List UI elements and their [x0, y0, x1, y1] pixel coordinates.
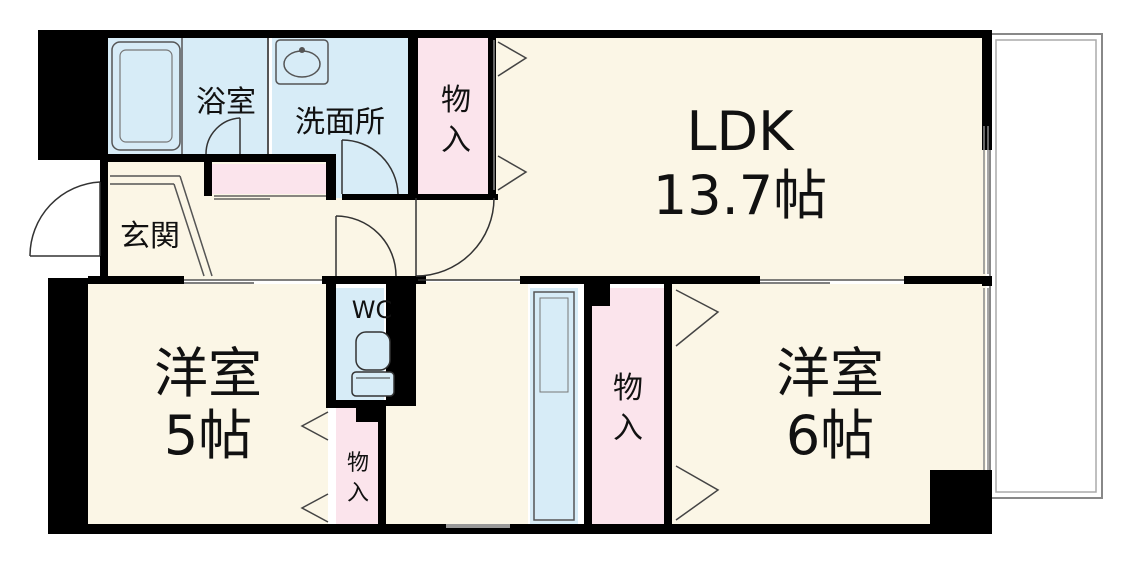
- windows: [493, 40, 989, 470]
- hall-storage-area: [212, 164, 328, 194]
- closet-small-label-line2: 入: [347, 481, 369, 506]
- western-room-right-size-label: 6帖: [786, 404, 874, 467]
- hall-storage-door: [214, 195, 326, 200]
- closet-mid-label-line2: 入: [613, 411, 643, 446]
- entrance-label: 玄関: [120, 219, 180, 254]
- entrance-step: [110, 175, 213, 277]
- closet-top-label-line2: 入: [441, 123, 471, 158]
- closet-small-label-line1: 物: [347, 451, 369, 476]
- ldk-label: LDK: [686, 100, 795, 163]
- washbasin: [275, 39, 329, 85]
- bathtub: [111, 41, 181, 151]
- toilet-label: WC: [352, 296, 393, 324]
- walls: [38, 30, 992, 534]
- western-room-left-size-label: 5帖: [164, 404, 252, 467]
- closet-mid-label-line1: 物: [613, 371, 643, 406]
- balcony: [989, 33, 1103, 499]
- closet-mid-area: [592, 288, 664, 524]
- bath-door: [205, 117, 241, 155]
- closet-top-label-line1: 物: [441, 83, 471, 118]
- bathroom-label: 浴室: [196, 85, 256, 120]
- western-room-left-area: [88, 284, 328, 526]
- washroom-lower-area: [336, 154, 408, 198]
- sliding-doors: [184, 279, 904, 528]
- western-room-right-label: 洋室: [776, 342, 884, 405]
- entrance-door: [29, 181, 101, 257]
- shoe-cabinet-area: [530, 288, 578, 524]
- washroom-label: 洗面所: [295, 105, 385, 140]
- washroom-door: [341, 139, 399, 195]
- closet-door-markers: [300, 41, 720, 523]
- wc-door: [335, 215, 397, 277]
- shoe-cabinet: [533, 291, 575, 521]
- western-room-left-label: 洋室: [154, 342, 262, 405]
- ldk-size-label: 13.7帖: [653, 164, 827, 227]
- closet-top-area: [418, 38, 496, 194]
- ldk-door: [415, 197, 520, 281]
- ldk-area: [496, 36, 986, 280]
- toilet-icon: [351, 331, 395, 397]
- closet-small-area: [336, 408, 380, 524]
